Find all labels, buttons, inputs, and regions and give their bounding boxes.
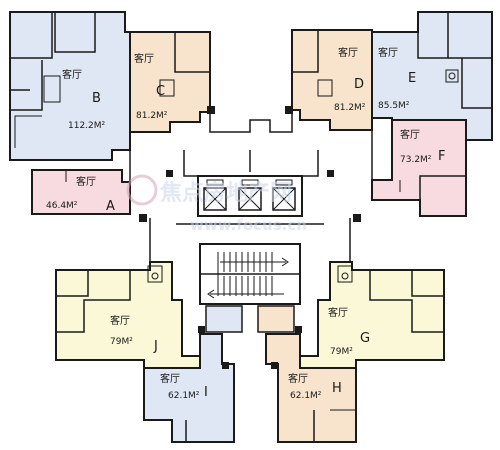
unit-f[interactable]: 客厅 73.2M² F [371, 119, 467, 217]
column-icon [151, 272, 159, 280]
unit-b-bath [43, 75, 61, 103]
unit-e-bath [445, 69, 459, 83]
unit-f-room-label: 客厅 [400, 128, 420, 141]
stair-icon [199, 243, 301, 305]
unit-c-bath [159, 79, 175, 97]
unit-e-room-label: 客厅 [378, 46, 398, 59]
unit-i-room-label: 客厅 [160, 372, 180, 385]
unit-h-letter: H [332, 381, 342, 396]
unit-c-wall [174, 32, 210, 73]
watermark-url: www.focus.cn [190, 216, 307, 234]
unit-h-fill [265, 333, 357, 443]
unit-i[interactable]: 客厅 62.1M² I [143, 333, 235, 443]
unit-a-letter: A [106, 199, 115, 214]
unit-g-area: 79M² [330, 347, 353, 357]
unit-e-letter: E [408, 71, 416, 86]
column-icon [448, 72, 456, 80]
watermark: 焦点房地产网 www.focus.cn [126, 174, 307, 234]
unit-g-wall [411, 270, 444, 297]
unit-e-wall [417, 12, 449, 59]
core-wall [302, 150, 319, 177]
unit-g-letter: G [360, 331, 370, 346]
unit-j-area: 79M² [110, 337, 133, 347]
unit-h[interactable]: 客厅 H 62.1M² [265, 333, 357, 443]
core-wall [149, 218, 170, 263]
unit-h-room-label: 客厅 [288, 372, 308, 385]
unit-c-area: 81.2M² [136, 111, 168, 121]
unit-d-wall [292, 30, 319, 73]
column-icon [341, 272, 349, 280]
elevator-icon [272, 179, 296, 211]
unit-j[interactable]: 客厅 79M² J [55, 261, 201, 369]
unit-e[interactable]: 客厅 E 85.5M² [371, 11, 493, 141]
elevator-icon [238, 179, 262, 211]
unit-b[interactable]: 客厅 B 112.2M² [9, 11, 131, 161]
unit-g-room-label: 客厅 [328, 306, 348, 319]
unit-e-wall [461, 58, 492, 109]
vestibule [205, 305, 243, 333]
core-wall [209, 110, 293, 133]
unit-j-room-label: 客厅 [110, 314, 130, 327]
watermark-logo-icon [126, 174, 158, 206]
core-wall [183, 150, 198, 177]
unit-g-bath [337, 265, 353, 283]
unit-a-area: 46.4M² [46, 201, 78, 211]
unit-i-fill [143, 333, 235, 443]
vestibule [257, 305, 295, 333]
unit-b-wall [10, 12, 53, 59]
unit-g-wall [369, 270, 444, 333]
unit-j-fill [55, 261, 201, 369]
unit-j-letter: J [153, 339, 158, 354]
elevator-icon [203, 179, 227, 211]
unit-a-room-label: 客厅 [76, 175, 96, 188]
unit-d-room-label: 客厅 [338, 46, 358, 59]
unit-d-area: 81.2M² [334, 103, 366, 113]
unit-b-fill [9, 11, 131, 161]
unit-j-wall [56, 270, 131, 333]
core-wall [330, 218, 351, 263]
unit-c-room-label: 客厅 [134, 52, 154, 65]
unit-b-room-label: 客厅 [62, 68, 82, 81]
unit-c-letter: C [156, 84, 165, 99]
unit-f-letter: F [438, 149, 445, 164]
unit-f-area: 73.2M² [400, 155, 432, 165]
unit-e-area: 85.5M² [378, 101, 410, 111]
unit-a[interactable]: 客厅 46.4M² A [31, 169, 131, 215]
unit-i-letter: I [204, 385, 208, 400]
unit-h-area: 62.1M² [290, 391, 322, 401]
unit-b-wall [14, 115, 42, 148]
watermark-cn: 焦点房地产网 [159, 180, 292, 206]
unit-b-letter: B [92, 91, 101, 106]
unit-i-area: 62.1M² [168, 391, 200, 401]
unit-j-bath [147, 265, 163, 283]
structural-columns [139, 106, 361, 369]
unit-b-wall [10, 60, 43, 111]
unit-g[interactable]: 客厅 G 79M² [299, 261, 445, 369]
unit-j-wall [56, 270, 89, 297]
unit-d-bath [317, 79, 333, 97]
unit-d[interactable]: 客厅 D 81.2M² [291, 29, 373, 131]
unit-b-area: 112.2M² [68, 121, 106, 131]
unit-f-wall [419, 175, 466, 200]
unit-b-wall [54, 12, 96, 53]
unit-c-fill [129, 31, 211, 133]
unit-d-letter: D [354, 77, 364, 92]
unit-g-fill [299, 261, 445, 369]
unit-c[interactable]: 客厅 C 81.2M² [129, 31, 211, 133]
